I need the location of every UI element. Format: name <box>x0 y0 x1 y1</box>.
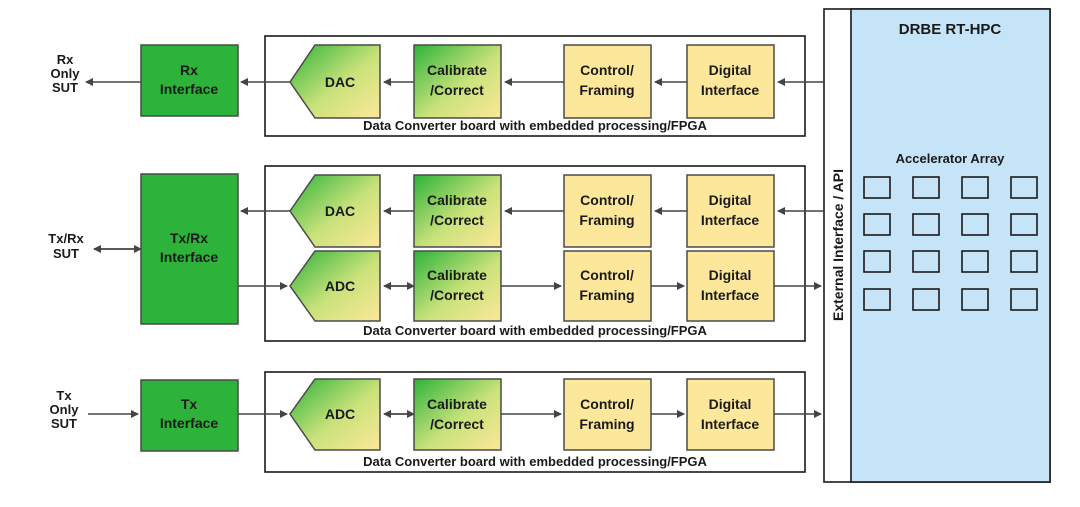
svg-text:Digital: Digital <box>709 192 752 208</box>
svg-text:Only: Only <box>50 402 80 417</box>
accelerator-cell <box>912 213 940 236</box>
calibrate-correct-block-4: Calibrate /Correct <box>413 378 502 451</box>
accelerator-array-label: Accelerator Array <box>896 151 1005 166</box>
svg-text:Calibrate: Calibrate <box>427 267 487 283</box>
board-3 <box>264 371 806 473</box>
svg-text:Calibrate: Calibrate <box>427 396 487 412</box>
svg-text:/Correct: /Correct <box>430 82 484 98</box>
accelerator-cell <box>1010 176 1038 199</box>
accelerator-cell <box>863 250 891 273</box>
digital-interface-block: Digital Interface <box>686 44 775 119</box>
svg-text:Interface: Interface <box>701 212 760 228</box>
control-framing-block-2: Control/ Framing <box>563 174 652 248</box>
svg-text:/Correct: /Correct <box>430 416 484 432</box>
calibrate-correct-block: Calibrate /Correct <box>413 44 502 119</box>
sut-rx-only: Rx Only SUT <box>51 52 81 95</box>
svg-text:Rx: Rx <box>180 62 198 78</box>
svg-text:Tx/Rx: Tx/Rx <box>170 230 208 246</box>
external-interface-label: External Interface / API <box>830 169 846 321</box>
accelerator-cell <box>912 288 940 311</box>
svg-text:Control/: Control/ <box>580 62 634 78</box>
tx-rx-interface: Tx/Rx Interface <box>140 173 239 325</box>
calibrate-correct-block-3: Calibrate /Correct <box>413 250 502 322</box>
svg-text:Digital: Digital <box>709 396 752 412</box>
svg-text:Rx: Rx <box>57 52 74 67</box>
accelerator-cell <box>961 250 989 273</box>
svg-text:Tx/Rx: Tx/Rx <box>48 231 84 246</box>
svg-text:Interface: Interface <box>160 249 219 265</box>
dac-block: DAC <box>289 44 381 119</box>
svg-text:Interface: Interface <box>701 287 760 303</box>
accelerator-cell <box>912 250 940 273</box>
svg-text:Framing: Framing <box>579 416 634 432</box>
accelerator-cell <box>863 213 891 236</box>
sut-tx-rx: Tx/Rx SUT <box>48 231 84 261</box>
digital-interface-block-4: Digital Interface <box>686 378 775 451</box>
svg-text:ADC: ADC <box>325 278 355 294</box>
adc-block: ADC <box>289 250 381 322</box>
accelerator-cell <box>961 213 989 236</box>
svg-text:ADC: ADC <box>325 406 355 422</box>
svg-text:Control/: Control/ <box>580 267 634 283</box>
svg-text:SUT: SUT <box>51 416 77 431</box>
control-framing-block-4: Control/ Framing <box>563 378 652 451</box>
drbe-title: DRBE RT-HPC <box>899 21 1002 38</box>
svg-text:Framing: Framing <box>579 212 634 228</box>
board-caption-3: Data Converter board with embedded proce… <box>363 454 707 469</box>
accelerator-cell <box>863 176 891 199</box>
drbe-rt-hpc: DRBE RT-HPC Accelerator Array External I… <box>823 8 1051 483</box>
control-framing-block-3: Control/ Framing <box>563 250 652 322</box>
svg-text:Digital: Digital <box>709 267 752 283</box>
svg-text:Control/: Control/ <box>580 396 634 412</box>
calibrate-correct-block-2: Calibrate /Correct <box>413 174 502 248</box>
svg-text:SUT: SUT <box>52 80 78 95</box>
board-caption-2: Data Converter board with embedded proce… <box>363 323 707 338</box>
svg-text:Control/: Control/ <box>580 192 634 208</box>
svg-text:Interface: Interface <box>160 415 219 431</box>
svg-text:Only: Only <box>51 66 81 81</box>
board-caption-1: Data Converter board with embedded proce… <box>363 118 707 133</box>
accelerator-cell <box>961 176 989 199</box>
svg-text:DAC: DAC <box>325 203 355 219</box>
dac-block-2: DAC <box>289 174 381 248</box>
tx-interface: Tx Interface <box>140 379 239 452</box>
accelerator-array <box>863 176 1038 311</box>
svg-text:Digital: Digital <box>709 62 752 78</box>
accelerator-cell <box>863 288 891 311</box>
svg-text:Tx: Tx <box>181 396 198 412</box>
svg-text:SUT: SUT <box>53 246 79 261</box>
svg-text:Interface: Interface <box>160 81 219 97</box>
svg-text:Tx: Tx <box>56 388 72 403</box>
svg-text:Calibrate: Calibrate <box>427 192 487 208</box>
svg-text:Framing: Framing <box>579 82 634 98</box>
accelerator-cell <box>961 288 989 311</box>
board-1 <box>264 35 806 137</box>
control-framing-block: Control/ Framing <box>563 44 652 119</box>
accelerator-cell <box>912 176 940 199</box>
svg-text:Interface: Interface <box>701 416 760 432</box>
svg-text:/Correct: /Correct <box>430 212 484 228</box>
svg-text:Interface: Interface <box>701 82 760 98</box>
rx-interface: Rx Interface <box>140 44 239 117</box>
digital-interface-block-2: Digital Interface <box>686 174 775 248</box>
board-2 <box>264 165 806 342</box>
adc-block-2: ADC <box>289 378 381 451</box>
svg-text:Calibrate: Calibrate <box>427 62 487 78</box>
svg-text:DAC: DAC <box>325 74 355 90</box>
sut-tx-only: Tx Only SUT <box>50 388 80 431</box>
svg-text:/Correct: /Correct <box>430 287 484 303</box>
digital-interface-block-3: Digital Interface <box>686 250 775 322</box>
accelerator-cell <box>1010 213 1038 236</box>
accelerator-cell <box>1010 250 1038 273</box>
accelerator-cell <box>1010 288 1038 311</box>
svg-text:Framing: Framing <box>579 287 634 303</box>
